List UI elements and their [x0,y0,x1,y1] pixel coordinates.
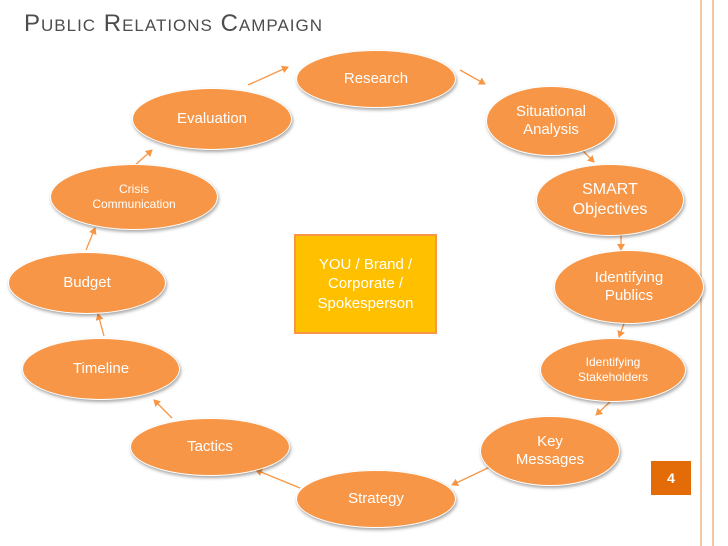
node-research: Research [296,50,456,108]
node-strategy: Strategy [296,470,456,528]
node-identifying-publics: Identifying Publics [554,250,704,324]
arrow-timeline-to-budget [95,313,105,337]
center-box: YOU / Brand / Corporate / Spokesperson [294,234,437,334]
arrow-evaluation-to-research [247,65,289,86]
decorative-line [712,0,714,546]
node-situational-analysis: Situational Analysis [486,86,616,156]
node-budget: Budget [8,252,166,314]
arrow-situational-to-smart [581,149,595,163]
slide-title: Public Relations Campaign [24,10,324,37]
node-timeline: Timeline [22,338,180,400]
arrow-tactics-to-timeline [153,399,173,419]
node-smart-objectives: SMART Objectives [536,164,684,236]
page-number-badge: 4 [651,461,691,495]
node-key-messages: Key Messages [480,416,620,486]
arrow-stakeholders-to-keymessages [595,399,613,416]
node-tactics: Tactics [130,418,290,476]
node-identifying-stakeholders: Identifying Stakeholders [540,338,686,402]
arrow-budget-to-crisis [85,227,97,251]
arrow-strategy-to-tactics [255,468,301,489]
arrow-research-to-situational [459,69,486,85]
decorative-line [700,0,702,546]
node-crisis-communication: Crisis Communication [50,164,218,230]
node-evaluation: Evaluation [132,88,292,150]
arrow-keymessages-to-strategy [451,465,493,487]
